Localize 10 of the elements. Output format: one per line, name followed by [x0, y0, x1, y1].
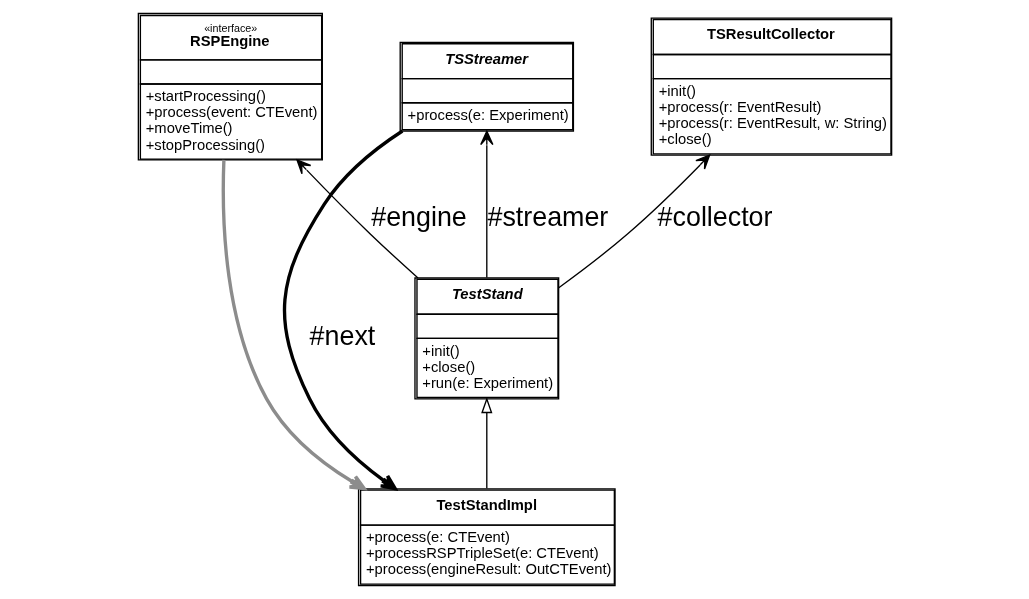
arrow: [480, 397, 492, 490]
edge-label: #streamer: [486, 201, 608, 232]
edge-label: #next: [309, 321, 375, 352]
arrow: [557, 154, 710, 289]
arrow: [282, 129, 403, 491]
edge-label: #engine: [370, 201, 467, 232]
arrow: [295, 159, 419, 279]
edge-label: #collector: [657, 201, 773, 232]
arrow: [479, 130, 494, 279]
arrow: [221, 159, 366, 491]
